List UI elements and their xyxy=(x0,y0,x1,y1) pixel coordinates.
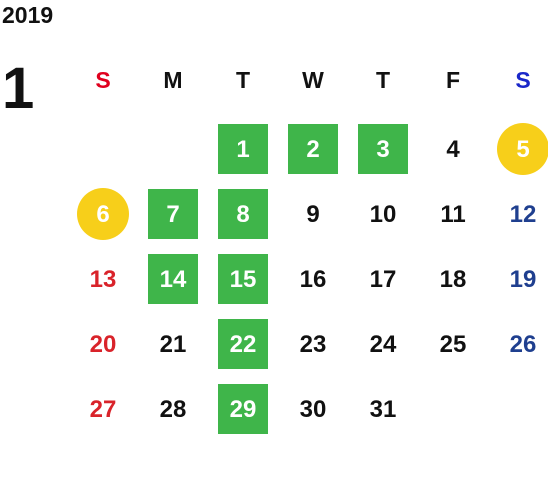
day-number: 23 xyxy=(299,330,327,358)
calendar-day[interactable]: 1 xyxy=(208,117,278,182)
day-number: 27 xyxy=(89,395,117,423)
day-number: 21 xyxy=(159,330,187,358)
day-number: 6 xyxy=(96,200,110,228)
day-number: 11 xyxy=(440,200,466,228)
highlight-square xyxy=(218,254,268,304)
day-number: 29 xyxy=(229,395,257,423)
calendar-day[interactable]: 17 xyxy=(348,247,418,312)
day-number: 16 xyxy=(299,265,327,293)
calendar-day[interactable]: 20 xyxy=(68,312,138,377)
day-number: 8 xyxy=(236,200,250,228)
highlight-square xyxy=(148,254,198,304)
day-number: 26 xyxy=(509,330,537,358)
day-number: 24 xyxy=(369,330,397,358)
day-number: 10 xyxy=(369,200,397,228)
calendar-day[interactable]: 25 xyxy=(418,312,488,377)
calendar-day[interactable]: 2 xyxy=(278,117,348,182)
calendar-day[interactable]: 30 xyxy=(278,377,348,442)
calendar-day[interactable]: 13 xyxy=(68,247,138,312)
calendar-day[interactable]: 21 xyxy=(138,312,208,377)
calendar-day[interactable]: 9 xyxy=(278,182,348,247)
highlight-square xyxy=(218,319,268,369)
calendar-day[interactable]: 12 xyxy=(488,182,548,247)
calendar-day[interactable]: 15 xyxy=(208,247,278,312)
calendar-day[interactable]: 8 xyxy=(208,182,278,247)
calendar-day[interactable]: 28 xyxy=(138,377,208,442)
day-number: 19 xyxy=(509,265,537,293)
day-number: 9 xyxy=(306,200,320,228)
calendar-day[interactable]: 5 xyxy=(488,117,548,182)
calendar-day[interactable]: 27 xyxy=(68,377,138,442)
day-number: 30 xyxy=(299,395,327,423)
day-number: 4 xyxy=(446,135,460,163)
day-number: 22 xyxy=(229,330,257,358)
calendar-day[interactable]: 19 xyxy=(488,247,548,312)
calendar-day[interactable]: 31 xyxy=(348,377,418,442)
day-number: 14 xyxy=(159,265,187,293)
day-number: 12 xyxy=(509,200,537,228)
day-number: 18 xyxy=(439,265,467,293)
highlight-square xyxy=(218,189,268,239)
day-number: 1 xyxy=(236,135,250,163)
highlight-square xyxy=(288,124,338,174)
calendar-day[interactable]: 16 xyxy=(278,247,348,312)
calendar-day[interactable]: 3 xyxy=(348,117,418,182)
calendar-day[interactable]: 24 xyxy=(348,312,418,377)
weekday-header: F xyxy=(445,67,461,93)
day-number: 13 xyxy=(89,265,117,293)
calendar-day[interactable]: 26 xyxy=(488,312,548,377)
highlight-square xyxy=(218,124,268,174)
calendar-day[interactable]: 6 xyxy=(68,182,138,247)
year-label: 2019 xyxy=(2,2,54,28)
day-number: 5 xyxy=(516,135,530,163)
day-number: 2 xyxy=(306,135,320,163)
weekday-header: T xyxy=(235,67,251,93)
calendar-day[interactable]: 7 xyxy=(138,182,208,247)
weekday-header: T xyxy=(375,67,391,93)
calendar-day[interactable]: 14 xyxy=(138,247,208,312)
highlight-square xyxy=(358,124,408,174)
weekday-header: S xyxy=(95,67,111,93)
highlight-circle xyxy=(77,188,129,240)
calendar-day[interactable]: 29 xyxy=(208,377,278,442)
day-number: 28 xyxy=(159,395,187,423)
weekday-header: S xyxy=(515,67,531,93)
weekday-header: M xyxy=(163,67,183,93)
calendar-day[interactable]: 4 xyxy=(418,117,488,182)
day-number: 20 xyxy=(89,330,117,358)
day-number: 17 xyxy=(369,265,397,293)
highlight-square xyxy=(148,189,198,239)
highlight-square xyxy=(218,384,268,434)
day-number: 3 xyxy=(376,135,390,163)
day-number: 31 xyxy=(369,395,397,423)
calendar-day[interactable]: 22 xyxy=(208,312,278,377)
weekday-header: W xyxy=(302,67,324,93)
month-label: 1 xyxy=(2,56,35,121)
highlight-circle xyxy=(497,123,548,175)
calendar-day[interactable]: 11 xyxy=(418,182,488,247)
calendar-day[interactable]: 18 xyxy=(418,247,488,312)
day-number: 25 xyxy=(439,330,467,358)
day-number: 15 xyxy=(229,265,257,293)
calendar-day[interactable]: 23 xyxy=(278,312,348,377)
day-number: 7 xyxy=(166,200,180,228)
calendar-day[interactable]: 10 xyxy=(348,182,418,247)
